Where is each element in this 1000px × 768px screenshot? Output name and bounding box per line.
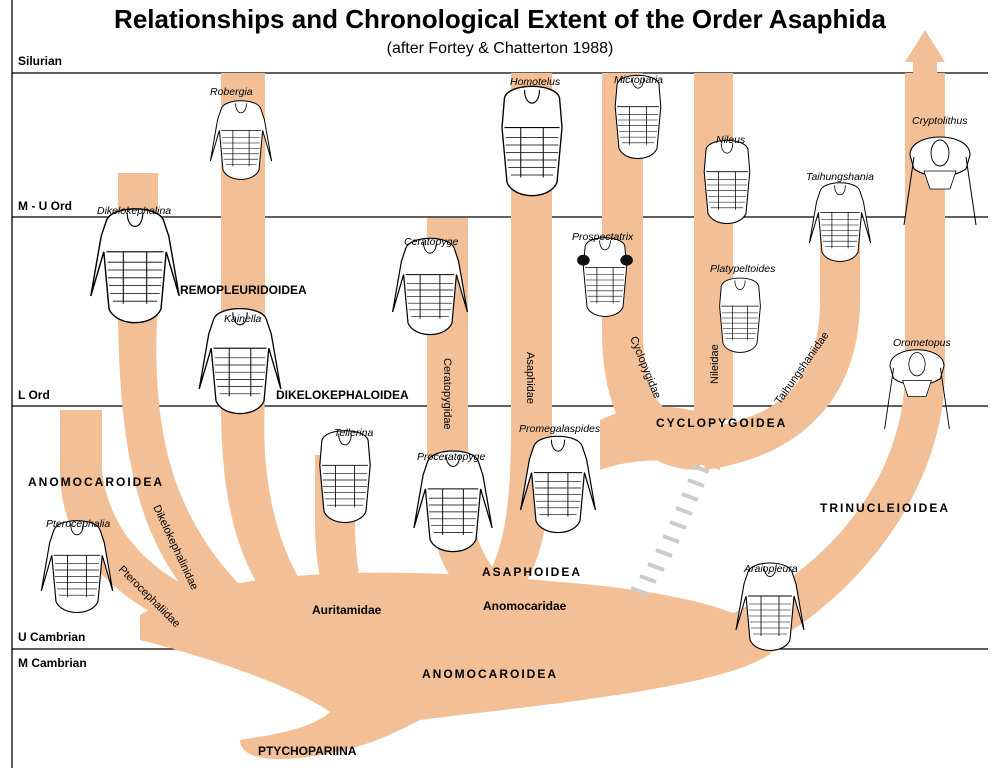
label-platypeltoides: Platypeltoides [710, 263, 776, 275]
label-asaphoidea: ASAPHOIDEA [482, 565, 582, 579]
label-araiopleura: Araiopleura [743, 563, 798, 575]
taihungshania-illustration [808, 182, 872, 262]
period-labels: Silurian M - U Ord L Ord U Cambrian M Ca… [18, 54, 87, 670]
page-title: Relationships and Chronological Extent o… [114, 4, 886, 34]
label-ptychopariina: PTYCHOPARIINA [258, 744, 357, 758]
label-anomocaroidea-base: ANOMOCAROIDEA [422, 667, 558, 681]
label-auritamidae: Auritamidae [312, 603, 382, 617]
period-label-silurian: Silurian [18, 54, 62, 68]
label-robergia: Robergia [210, 86, 253, 98]
microparia-illustration [614, 74, 662, 159]
label-prospectatrix: Prospectatrix [572, 231, 634, 243]
page-subtitle: (after Fortey & Chatterton 1988) [386, 40, 614, 57]
label-dikelokephalina: Dikelokephalina [97, 205, 171, 217]
homotelus-illustration [501, 85, 563, 197]
genus-labels: Robergia Homotelus Microparia Nileus Cry… [46, 74, 968, 575]
label-orometopus: Orometopus [893, 337, 952, 349]
label-asaphidae: Asaphidae [524, 352, 536, 404]
label-dikelokephaloidea: DIKELOKEPHALOIDEA [276, 388, 409, 402]
superfamily-labels: REMOPLEURIDOIDEA DIKELOKEPHALOIDEA ANOMO… [28, 283, 950, 758]
label-proceratopyge: Proceratopyge [417, 451, 485, 463]
cyclopygoidea-dashed-link [630, 464, 710, 596]
label-microparia: Microparia [614, 74, 663, 86]
label-ceratopyge: Ceratopyge [404, 236, 458, 248]
label-nileus: Nileus [716, 134, 746, 146]
period-label-l-ord: L Ord [18, 388, 50, 402]
platypeltoides-illustration [719, 277, 761, 353]
prospectatrix-illustration [577, 237, 633, 317]
period-label-m-u-ord: M - U Ord [18, 199, 72, 213]
period-label-u-cambrian: U Cambrian [18, 630, 85, 644]
label-trinucleioidea: TRINUCLEIOIDEA [820, 501, 950, 515]
label-cyclopygoidea: CYCLOPYGOIDEA [656, 416, 787, 430]
label-nileidae: Nileidae [709, 344, 721, 384]
tellerina-illustration [319, 430, 371, 524]
label-ceratopygidae: Ceratopygidae [441, 358, 453, 430]
proceratopyge-illustration [413, 450, 493, 553]
label-anomocaroidea-left: ANOMOCAROIDEA [28, 475, 164, 489]
fossil-illustrations [40, 74, 977, 652]
label-kainella: Kainella [224, 313, 262, 325]
dikelokephalina-illustration [90, 208, 180, 324]
label-pterocephalia: Pterocephalia [46, 518, 110, 530]
label-cryptolithus: Cryptolithus [912, 115, 968, 127]
label-promegalaspides: Promegalaspides [519, 423, 601, 435]
nileus-illustration [703, 139, 751, 224]
label-tellerina: Tellerina [334, 427, 373, 439]
label-homotelus: Homotelus [510, 76, 561, 88]
label-remopleuridoidea: REMOPLEURIDOIDEA [180, 283, 307, 297]
label-taihungshania: Taihungshania [806, 171, 874, 183]
period-label-m-cambrian: M Cambrian [18, 656, 87, 670]
label-anomocaridae: Anomocaridae [483, 599, 567, 613]
